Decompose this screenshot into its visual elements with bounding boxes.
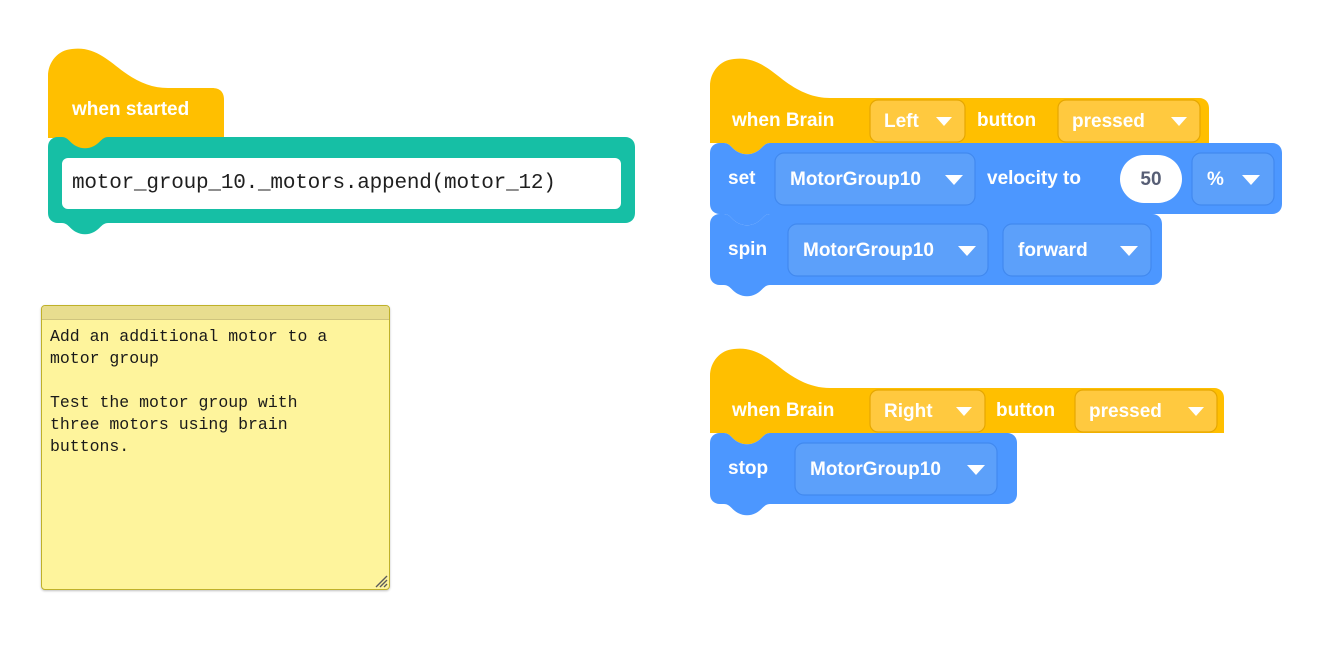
chevron-down-icon [1242,175,1260,185]
spin-target-dropdown-label: MotorGroup10 [803,240,934,261]
spin-direction-dropdown[interactable]: forward [1002,223,1152,277]
brain-button-dropdown-left-label: Left [884,111,920,132]
chevron-down-icon [936,117,952,126]
brain-button-state-dropdown-left[interactable]: pressed [1057,99,1201,143]
when-brain-right-pressed-stack[interactable]: when Brain Right button pressed stop [710,348,1270,518]
hat-right-text-middle: button [996,400,1055,421]
hat-left-text-middle: button [977,110,1036,131]
velocity-unit-dropdown-label: % [1207,169,1224,190]
brain-button-state-dropdown-left-label: pressed [1072,111,1145,132]
workspace-comment[interactable]: Add an additional motor to a motor group… [41,305,390,590]
chevron-down-icon [958,246,976,256]
stop-target-dropdown[interactable]: MotorGroup10 [794,442,998,496]
resize-handle-icon[interactable] [374,574,388,588]
velocity-unit-dropdown[interactable]: % [1191,152,1275,206]
velocity-value-text: 50 [1140,169,1161,190]
set-target-dropdown[interactable]: MotorGroup10 [774,152,976,206]
when-brain-button-pressed-block-right[interactable]: when Brain Right button pressed [710,348,1250,453]
comment-drag-bar[interactable] [42,306,389,320]
stop-block[interactable]: stop MotorGroup10 [710,433,1110,533]
stop-target-dropdown-label: MotorGroup10 [810,459,941,480]
set-text-middle: velocity to [987,168,1081,189]
brain-button-dropdown-right-label: Right [884,401,933,422]
python-code-field[interactable]: motor_group_10._motors.append(motor_12) [62,158,621,209]
chevron-down-icon [1188,407,1204,416]
comment-text[interactable]: Add an additional motor to a motor group… [50,327,328,456]
when-brain-button-pressed-block-left[interactable]: when Brain Left button pressed [710,58,1230,163]
set-velocity-block[interactable]: set MotorGroup10 velocity to 50 % [710,143,1300,243]
brain-button-state-dropdown-right[interactable]: pressed [1074,389,1218,433]
chevron-down-icon [1120,246,1138,256]
hat-left-text-before: when Brain [731,110,834,131]
chevron-down-icon [967,465,985,475]
when-started-label: when started [71,99,189,120]
stop-text-before: stop [728,458,768,479]
set-target-dropdown-label: MotorGroup10 [790,169,921,190]
when-brain-left-pressed-stack[interactable]: when Brain Left button pressed set [710,58,1300,298]
brain-button-state-dropdown-right-label: pressed [1089,401,1162,422]
spin-block[interactable]: spin MotorGroup10 forward [710,214,1300,314]
when-started-stack[interactable]: when started motor_group_10._motors.appe… [48,48,648,248]
chevron-down-icon [956,407,972,416]
set-text-before: set [728,168,756,189]
chevron-down-icon [945,175,963,185]
velocity-value-input[interactable]: 50 [1120,155,1182,203]
spin-text-before: spin [728,239,767,260]
hat-right-text-before: when Brain [731,400,834,421]
spin-direction-dropdown-label: forward [1018,240,1088,261]
brain-button-dropdown-left[interactable]: Left [869,99,966,143]
brain-button-dropdown-right[interactable]: Right [869,389,986,433]
chevron-down-icon [1171,117,1187,126]
when-started-block[interactable]: when started [48,48,248,153]
spin-target-dropdown[interactable]: MotorGroup10 [787,223,989,277]
